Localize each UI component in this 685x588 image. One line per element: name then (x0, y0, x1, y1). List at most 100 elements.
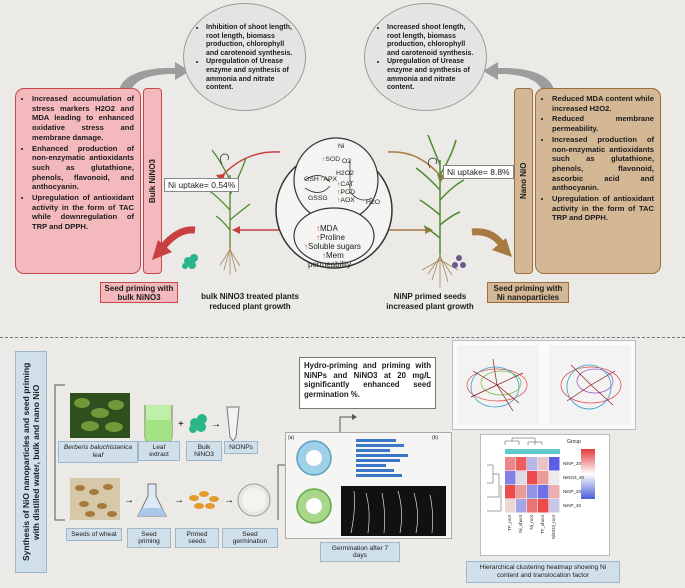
wheat-seeds-photo (70, 478, 120, 520)
heatmap-row-label: NiNP_40 (563, 503, 582, 508)
primed-label: Primed seeds (175, 528, 219, 548)
bulk-plant-roots (219, 247, 241, 275)
bulk-label: Bulk NiNO3 (186, 441, 222, 461)
red-curve-arrow (219, 151, 281, 179)
ni-uptake-bulk: Ni uptake= 0.54% (164, 178, 240, 192)
nanoparticles-icon (452, 255, 466, 268)
pod-label: POD (340, 189, 356, 196)
pca-plots (452, 340, 636, 430)
o2-label: O2 (342, 158, 352, 165)
permeability-label: permeability (308, 260, 352, 269)
bulk-effects-box: Increased accumulation of stress markers… (15, 88, 141, 274)
nano-plant (415, 134, 465, 255)
svg-text:+: + (178, 419, 184, 430)
heatmap-col-label: Ni_shoot (518, 515, 523, 533)
red-thick-arrow (159, 226, 196, 251)
seed-bulk-tag: Seed priming with bulk NiNO3 (100, 282, 178, 303)
leaf-label: Berberis baluchistanica leaf (58, 441, 138, 463)
heatmap-col-label: TF_shoot (540, 515, 545, 535)
heatmap-cell (516, 485, 527, 499)
nano-plant-roots (421, 254, 459, 288)
heatmap-cell (505, 485, 516, 499)
effect-item: Increased accumulation of stress markers… (32, 94, 134, 143)
priming-icons: → → → (124, 483, 271, 517)
heatmap-row-label: NiNP_20 (563, 489, 582, 494)
nano-effects-box: Reduced MDA content while increased H2O2… (535, 88, 661, 274)
ni-uptake-nano: Ni uptake= 8.8% (443, 165, 514, 179)
svg-text:→: → (124, 495, 134, 506)
nonps-label: NiONPs (224, 441, 258, 454)
h2o-label: H2O (366, 199, 380, 206)
heatmap-cell (516, 499, 527, 513)
heatmap-col-label: Ni_root (529, 515, 534, 530)
metabolite-circle (293, 207, 375, 265)
brown-thick-arrow (471, 228, 505, 248)
effect-item: Reduced MDA content while increased H2O2… (552, 94, 654, 113)
heatmap-cell (505, 471, 516, 485)
seeds-label: Seeds of wheat (66, 528, 122, 541)
seed-nano-tag: Seed priming with Ni nanoparticles (487, 282, 569, 303)
hydro-priming-box: Hydro-priming and priming with NiNPs and… (299, 357, 436, 409)
effect-item: Reduced membrane permeability. (552, 114, 654, 133)
svg-text:→: → (174, 495, 184, 506)
bulk-crystals-icon (182, 254, 198, 269)
heatmap-row-label: NiNO3_40 (563, 475, 585, 480)
gssg-label: GSSG (308, 195, 328, 202)
heatmap-cell (527, 471, 538, 485)
priming-label: Seed priming (127, 528, 171, 548)
svg-text:→: → (224, 495, 234, 506)
heatmap-cell (516, 457, 527, 471)
germination-panel: (a) (b) (c) (285, 432, 452, 539)
bulk-plant (207, 149, 251, 248)
bubble-item: Inhibition of shoot length, root length,… (206, 24, 295, 58)
mem-label: Mem (326, 251, 344, 260)
nano-caption: NiNP primed seeds increased plant growth (386, 292, 474, 311)
center-graphic (152, 134, 512, 288)
heatmap-col-label: NiNO3_root (551, 515, 556, 539)
shoot-inhibition-bubble: Inhibition of shoot length, root length,… (183, 3, 306, 111)
effect-item: Upregulation of antioxidant activity in … (32, 193, 134, 232)
panel-c-label: (c) (432, 488, 438, 494)
ni-label: Ni (338, 143, 345, 150)
heatmap-cell (549, 471, 560, 485)
heatmap-cell (505, 499, 516, 513)
right-gray-arrow (483, 62, 555, 95)
bubble-item: Upregulation of Urease enzyme and synthe… (206, 58, 295, 92)
panel-a-label: (a) (288, 435, 295, 441)
shoot-increase-bubble: Increased shoot length, root length, bio… (364, 3, 487, 111)
extract-label: Leaf extract (138, 441, 180, 461)
sod-label: SOD (325, 156, 341, 163)
extraction-icons: + → (144, 405, 240, 443)
proline-label: Proline (320, 233, 345, 242)
germination-charts (296, 439, 446, 536)
heatmap-cell (538, 499, 549, 513)
dendrogram (487, 437, 543, 512)
panel-b-label: (b) (432, 435, 439, 441)
effect-item: Upregulation of antioxidant activity in … (552, 194, 654, 223)
section-divider (0, 337, 685, 338)
bubble-item: Upregulation of Urease enzyme and synthe… (387, 58, 476, 92)
heatmap-cell (549, 485, 560, 499)
bulk-caption: bulk NiNO3 treated plants reduced plant … (201, 292, 299, 311)
brown-curve-arrow (387, 151, 443, 179)
heatmap-cell (538, 485, 549, 499)
mda-label: MDA (320, 224, 338, 233)
synthesis-title: Synthesis of NiO nanoparticles and seed … (15, 351, 47, 573)
heatmap-cell (549, 499, 560, 513)
heatmap-cell (538, 457, 549, 471)
aox-label: AOX (340, 197, 355, 204)
heatmap-caption: Hierarchical clustering heatmap showing … (466, 561, 620, 583)
heatmap-cell (527, 499, 538, 513)
bubble-item: Increased shoot length, root length, bio… (387, 24, 476, 58)
germination-label: Seed germination (222, 528, 278, 548)
heatmap-legend-label: Group (567, 439, 581, 445)
heatmap-cell (538, 471, 549, 485)
svg-text:→: → (211, 419, 221, 430)
heatmap-row-label: NiNP_20 (563, 461, 582, 466)
heatmap-cell (527, 457, 538, 471)
heatmap-cell (516, 471, 527, 485)
heatmap (487, 437, 595, 513)
heatmap-col-label: TF_root (507, 515, 512, 531)
top-arrows (118, 62, 555, 95)
